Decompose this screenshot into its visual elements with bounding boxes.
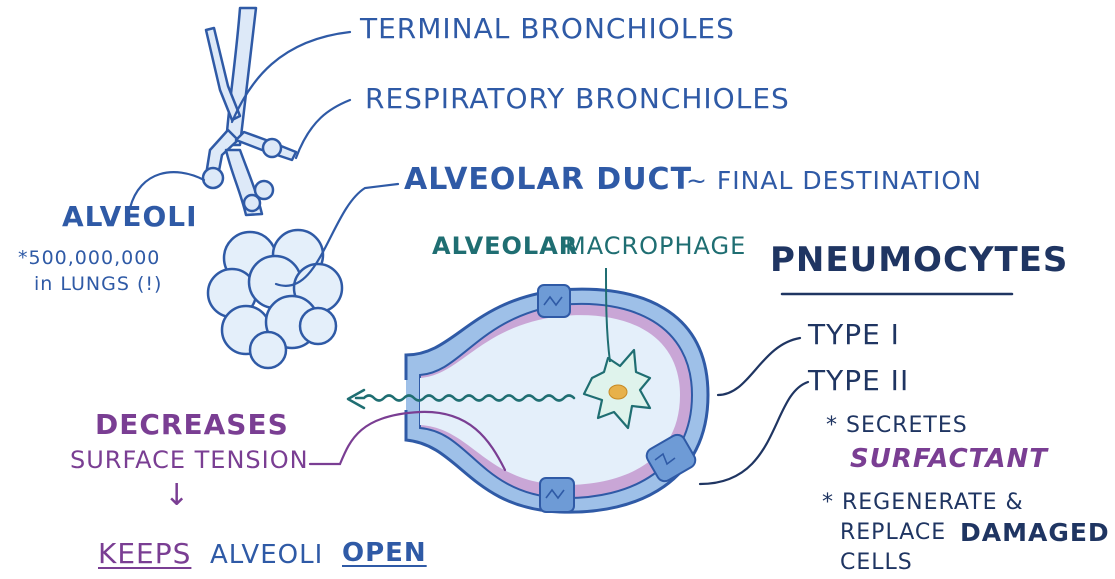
label-alveolar: ALVEOLAR — [432, 232, 578, 260]
label-alveoli: ALVEOLI — [62, 200, 198, 233]
label-regenerate: * REGENERATE & — [822, 490, 1024, 515]
alveolar-sac — [208, 230, 342, 368]
down-arrow-icon: ↓ — [164, 478, 190, 513]
label-damaged: DAMAGED — [960, 518, 1110, 547]
label-replace: REPLACE — [840, 520, 946, 545]
label-keeps: KEEPS — [98, 537, 191, 570]
label-cells: CELLS — [840, 550, 913, 575]
alveolus-cross-section — [406, 285, 708, 512]
label-terminal-bronchioles: TERMINAL BRONCHIOLES — [360, 12, 735, 45]
label-respiratory-bronchioles: RESPIRATORY BRONCHIOLES — [365, 82, 790, 115]
label-surfactant: SURFACTANT — [850, 444, 1048, 474]
label-alveolar-duct: ALVEOLAR DUCT — [404, 162, 692, 197]
bronchiole-tree — [203, 8, 296, 215]
label-decreases: DECREASES — [95, 408, 289, 441]
label-secretes: * SECRETES — [826, 413, 968, 438]
label-alveoli-count: *500,000,000 — [18, 247, 160, 269]
macrophage-nucleus — [609, 385, 627, 399]
label-surface-tension: SURFACE TENSION — [70, 446, 309, 474]
label-type-2: TYPE II — [808, 364, 909, 397]
label-keeps-alveoli: ALVEOLI — [210, 540, 323, 570]
label-open: OPEN — [342, 538, 427, 568]
pneumocyte-leaders — [700, 338, 808, 484]
heading-pneumocytes: PNEUMOCYTES — [770, 240, 1068, 280]
label-type-1: TYPE I — [808, 318, 900, 351]
label-macrophage: MACROPHAGE — [565, 232, 746, 260]
label-final-destination: ~ FINAL DESTINATION — [686, 166, 982, 195]
label-alveoli-in-lungs: in LUNGS (!) — [34, 273, 162, 295]
